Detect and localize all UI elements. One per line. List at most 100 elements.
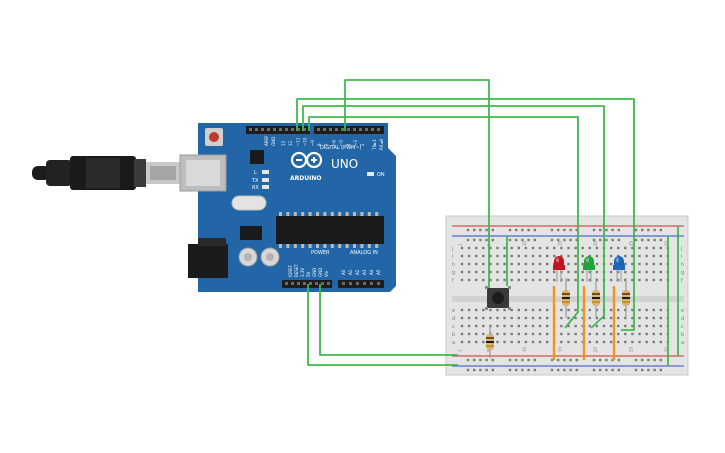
bb-hole bbox=[510, 332, 513, 336]
led-resistor bbox=[562, 278, 570, 318]
bb-rail-hole bbox=[575, 238, 578, 242]
bb-hole bbox=[546, 246, 549, 250]
bb-rail-hole bbox=[491, 368, 494, 372]
bb-hole bbox=[467, 246, 471, 250]
header-hole bbox=[315, 282, 318, 285]
bb-hole bbox=[467, 332, 471, 336]
bb-hole bbox=[581, 324, 584, 328]
bb-hole bbox=[581, 262, 584, 266]
bb-hole bbox=[496, 246, 499, 250]
bb-rail-hole bbox=[515, 238, 518, 242]
bb-rail-hole bbox=[647, 358, 650, 362]
bb-hole bbox=[602, 324, 606, 328]
bb-hole bbox=[659, 262, 662, 266]
power-pin-label: IOREF bbox=[288, 264, 293, 277]
bb-hole bbox=[595, 246, 599, 250]
header-hole bbox=[359, 128, 362, 131]
bb-rail-hole bbox=[557, 228, 560, 232]
digital-pin-label: ~10 bbox=[303, 137, 308, 146]
bb-hole bbox=[617, 270, 620, 274]
bb-rail-hole bbox=[563, 228, 566, 232]
bb-hole bbox=[531, 340, 535, 344]
bb-rail-hole bbox=[641, 358, 644, 362]
chip-pin bbox=[367, 212, 371, 216]
bb-row-label: b bbox=[681, 332, 684, 338]
bb-hole bbox=[538, 254, 542, 258]
header-hole bbox=[356, 282, 359, 285]
bb-hole bbox=[624, 332, 627, 336]
bb-hole bbox=[503, 308, 506, 312]
bb-rail-hole bbox=[521, 358, 524, 362]
bb-hole bbox=[588, 246, 591, 250]
bb-hole bbox=[524, 332, 528, 336]
bb-hole bbox=[517, 340, 520, 344]
bb-rail-hole bbox=[592, 358, 596, 362]
bb-col-label: 30 bbox=[664, 346, 669, 352]
power-header bbox=[282, 280, 332, 288]
bb-rail-hole bbox=[569, 238, 572, 242]
bb-hole bbox=[567, 340, 570, 344]
bb-hole bbox=[631, 270, 634, 274]
bb-row-label: b bbox=[452, 332, 455, 338]
power-label: POWER bbox=[311, 250, 330, 256]
analog-pin-label: A4 bbox=[369, 269, 374, 275]
bb-hole bbox=[460, 340, 464, 344]
digital-pin-label: 4 bbox=[346, 143, 351, 146]
bb-rail-hole bbox=[569, 358, 572, 362]
header-hole bbox=[370, 282, 373, 285]
chip-pin bbox=[301, 212, 305, 216]
bb-hole bbox=[560, 308, 563, 312]
bb-hole bbox=[489, 278, 492, 282]
bb-row-label: f bbox=[452, 278, 454, 284]
bb-hole bbox=[496, 316, 499, 320]
bb-hole bbox=[652, 246, 655, 250]
bb-rail-hole bbox=[508, 368, 512, 372]
chip-pin bbox=[367, 244, 371, 248]
bb-hole bbox=[538, 278, 542, 282]
bb-hole bbox=[517, 278, 520, 282]
chip-pin bbox=[286, 244, 290, 248]
bb-hole bbox=[602, 316, 606, 320]
arduino-board: L TX RX ON ARDUINO UNO DIGITAL (PWM~) AR… bbox=[179, 123, 396, 292]
bb-hole bbox=[531, 278, 535, 282]
bb-hole bbox=[602, 332, 606, 336]
bb-hole bbox=[560, 316, 563, 320]
header-hole bbox=[377, 282, 380, 285]
bb-rail-hole bbox=[653, 368, 656, 372]
bb-rail-hole bbox=[617, 368, 620, 372]
chip-pin bbox=[360, 212, 364, 216]
bb-hole bbox=[482, 262, 485, 266]
bb-hole bbox=[524, 340, 528, 344]
bb-hole bbox=[574, 278, 577, 282]
bb-hole bbox=[553, 278, 556, 282]
bb-rail-hole bbox=[550, 228, 554, 232]
bb-row-label: e bbox=[452, 308, 455, 314]
bb-hole bbox=[659, 254, 662, 258]
bb-hole bbox=[645, 332, 648, 336]
bb-hole bbox=[496, 254, 499, 258]
bb-rail-hole bbox=[527, 368, 530, 372]
bb-row-label: d bbox=[452, 316, 455, 322]
bb-rail-hole bbox=[491, 358, 494, 362]
bb-hole bbox=[638, 246, 641, 250]
bb-col-label: 10 bbox=[522, 346, 527, 352]
bb-rail-hole bbox=[569, 228, 572, 232]
bb-hole bbox=[460, 262, 464, 266]
bb-hole bbox=[503, 270, 506, 274]
bb-hole bbox=[652, 340, 655, 344]
bb-hole bbox=[638, 332, 641, 336]
bb-rail-hole bbox=[485, 238, 488, 242]
bb-row-label: i bbox=[681, 254, 682, 260]
power-pin-label: GND bbox=[312, 268, 317, 277]
bb-rail-hole bbox=[641, 368, 644, 372]
header-hole bbox=[309, 282, 312, 285]
bb-hole bbox=[595, 254, 599, 258]
header-hole bbox=[321, 282, 324, 285]
bb-hole bbox=[581, 340, 584, 344]
bb-rail-hole bbox=[479, 358, 482, 362]
bb-hole bbox=[531, 270, 535, 274]
bb-hole bbox=[524, 254, 528, 258]
